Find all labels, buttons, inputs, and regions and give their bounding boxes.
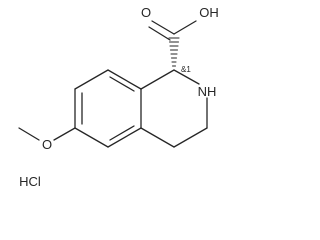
ether-oxygen-label: O: [42, 137, 52, 152]
bond-ring-o: [53, 127, 76, 141]
bond-carbonyl-1: [151, 20, 175, 35]
bond-ring-b-4: [173, 127, 208, 148]
bond-c-oh: [173, 20, 197, 35]
bond-ring-a-double-2: [109, 125, 135, 141]
bond-ring-b-5: [140, 127, 175, 148]
hashed-wedge-bond: [168, 37, 180, 67]
bond-ring-b-1: [140, 69, 175, 90]
bond-ring-b-2: [173, 69, 200, 85]
bond-ring-a-3: [107, 127, 142, 148]
molecule-structure: O OH NH O &1 HCl: [18, 5, 219, 189]
salt-label: HCl: [19, 174, 41, 189]
bond-o-methyl: [18, 127, 40, 141]
bond-ring-a-double-1: [109, 76, 135, 92]
stereo-label: &1: [181, 65, 191, 74]
hydroxyl-label: OH: [199, 5, 219, 20]
bond-carbonyl-2: [148, 26, 171, 41]
carbonyl-oxygen-label: O: [141, 5, 151, 20]
amine-label: NH: [198, 84, 217, 99]
bond-ring-a-1: [107, 69, 142, 90]
bond-ring-a-6: [74, 69, 109, 90]
bond-ring-a-4: [74, 127, 109, 148]
